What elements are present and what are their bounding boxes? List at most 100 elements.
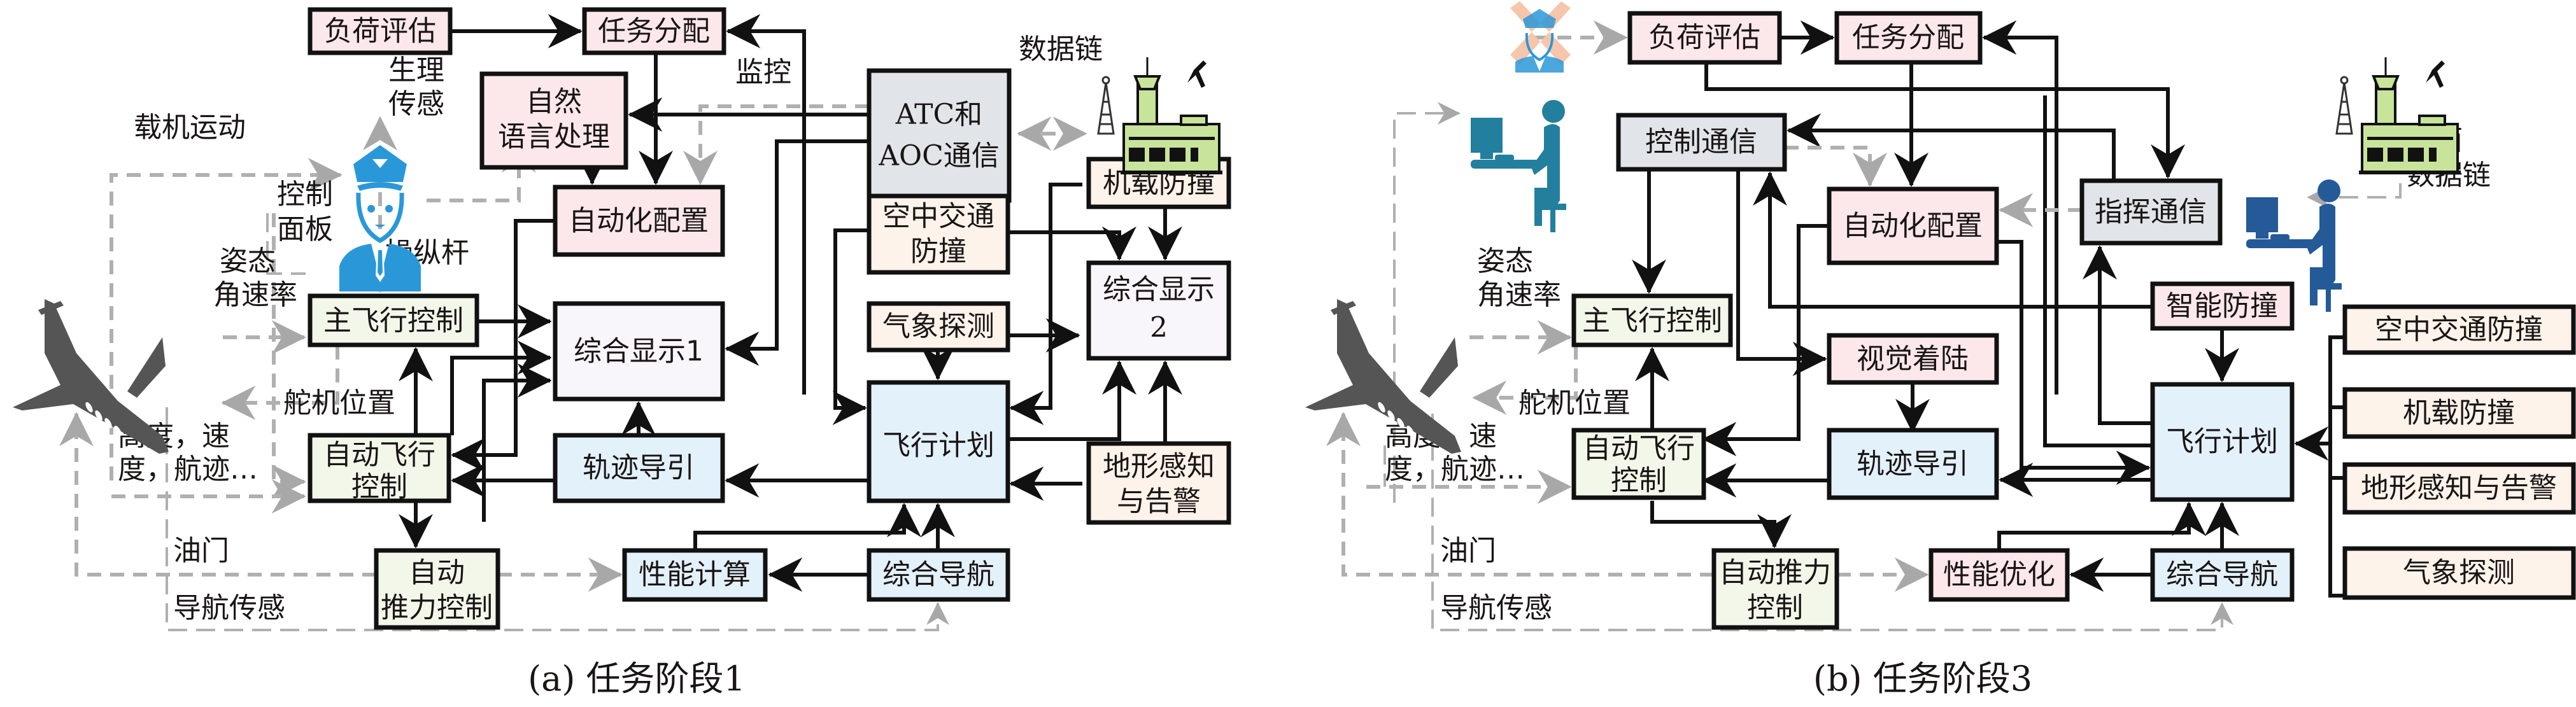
box-nav[interactable]: 综合导航 bbox=[867, 548, 1010, 602]
box-performance[interactable]: 性能计算 bbox=[622, 548, 768, 602]
arrow-motion-to-pilot bbox=[110, 158, 343, 480]
label: 综合显示1 bbox=[574, 335, 704, 368]
arrow-autopilot-to-display1 bbox=[450, 340, 552, 435]
arrow-atc-to-display1 bbox=[725, 139, 869, 366]
arrow-plan-to-command bbox=[2083, 245, 2153, 425]
label: 视觉着陆 bbox=[1857, 343, 1969, 375]
box-weather[interactable]: 气象探测 bbox=[2342, 546, 2576, 600]
label: 空中交通 bbox=[882, 200, 994, 233]
box-display1[interactable]: 综合显示1 bbox=[553, 301, 725, 402]
arrow-perf-to-plan bbox=[1997, 501, 2206, 550]
box-load-eval[interactable]: 负荷评估 bbox=[1627, 11, 1782, 65]
label-attitude: 姿态 bbox=[220, 245, 276, 277]
label: 综合导航 bbox=[2166, 559, 2278, 591]
small-plane-icon bbox=[1187, 60, 1207, 88]
label: 自动飞行 bbox=[1583, 433, 1695, 465]
box-atc-ca[interactable]: 空中交通防撞 bbox=[867, 193, 1010, 275]
label: 自动化配置 bbox=[1843, 210, 1983, 242]
box-airborne-ca[interactable]: 机载防撞 bbox=[2342, 387, 2576, 439]
box-terrain[interactable]: 地形感知与告警 bbox=[2342, 462, 2576, 515]
label: 气象探测 bbox=[882, 311, 994, 343]
operator-icon bbox=[1471, 100, 1566, 232]
box-primary-fc[interactable]: 主飞行控制 bbox=[1571, 293, 1733, 347]
arrow-command-to-control bbox=[1787, 113, 2116, 181]
box-smart-ca[interactable]: 智能防撞 bbox=[2150, 281, 2295, 331]
arrow-autoconfig-to-plan bbox=[1997, 240, 2151, 485]
box-terrain[interactable]: 地形感知与告警 bbox=[1086, 441, 1231, 525]
label: 推力控制 bbox=[381, 592, 493, 624]
label: 轨迹导引 bbox=[1857, 448, 1969, 480]
arrow-atcca-to-display2 bbox=[1007, 226, 1136, 261]
label: 地形感知 bbox=[1103, 451, 1215, 483]
label: 控制 bbox=[1611, 465, 1667, 497]
panel-a-connectors bbox=[399, 14, 1182, 592]
label: ATC和 bbox=[895, 99, 982, 131]
pilot-icon bbox=[339, 145, 421, 291]
label-physio: 生理 bbox=[388, 54, 444, 87]
label: 主飞行控制 bbox=[323, 305, 464, 337]
box-primary-fc[interactable]: 主飞行控制 bbox=[308, 293, 479, 347]
label: 自动化配置 bbox=[569, 205, 709, 237]
label: AOC通信 bbox=[878, 140, 1000, 172]
label: 负荷评估 bbox=[324, 15, 436, 48]
box-trajectory[interactable]: 轨迹导引 bbox=[553, 433, 725, 503]
panel-b: 负荷评估 任务分配 控制通信 自动化配置 指挥通信 主飞行控制 智能防撞 视觉着… bbox=[1305, 1, 2576, 631]
arrow-actuator-to-aircraft bbox=[1472, 346, 1578, 415]
box-visual-landing[interactable]: 视觉着陆 bbox=[1827, 333, 1999, 385]
box-performance[interactable]: 性能优化 bbox=[1928, 548, 2070, 602]
box-auto-config[interactable]: 自动化配置 bbox=[553, 185, 725, 257]
box-flight-plan[interactable]: 飞行计划 bbox=[2150, 382, 2295, 502]
box-load-eval[interactable]: 负荷评估 bbox=[308, 7, 453, 55]
label: 综合显示 bbox=[1103, 274, 1215, 306]
label: 气象探测 bbox=[2403, 557, 2515, 589]
arrow-load-to-command bbox=[1704, 62, 2185, 179]
label: 主飞行控制 bbox=[1582, 305, 1722, 337]
label: 轨迹导引 bbox=[583, 452, 695, 484]
label: 控制通信 bbox=[1645, 126, 1757, 158]
label: 自动飞行 bbox=[323, 439, 435, 472]
box-command-comm[interactable]: 指挥通信 bbox=[2079, 178, 2223, 246]
label-attitude: 角速率 bbox=[1477, 279, 1561, 311]
box-task-alloc[interactable]: 任务分配 bbox=[1834, 11, 1983, 65]
label-control-panel: 面板 bbox=[277, 213, 333, 246]
label: 控制 bbox=[1747, 592, 1803, 624]
box-control-comm[interactable]: 控制通信 bbox=[1616, 113, 1787, 172]
arrow-perf-to-plan bbox=[693, 503, 921, 550]
box-atc-aoc[interactable]: ATC和 AOC通信 bbox=[867, 68, 1012, 203]
box-task-alloc[interactable]: 任务分配 bbox=[582, 7, 726, 55]
box-nav[interactable]: 综合导航 bbox=[2150, 548, 2295, 602]
line-plan-to-task bbox=[2043, 95, 2153, 447]
arrow-pilot-to-nlp bbox=[427, 138, 536, 202]
label: 性能优化 bbox=[1943, 559, 2055, 591]
small-plane-icon bbox=[2426, 60, 2445, 88]
radio-antenna-icon bbox=[1097, 76, 1115, 135]
label: 地形感知与告警 bbox=[2361, 472, 2557, 505]
arrow-autoconfig-to-autopilot bbox=[1702, 224, 1829, 456]
box-weather[interactable]: 气象探测 bbox=[867, 301, 1010, 353]
label-physio: 传感 bbox=[388, 88, 444, 120]
box-auto-config[interactable]: 自动化配置 bbox=[1827, 186, 1999, 265]
label: 防撞 bbox=[910, 235, 966, 268]
arrow-motion-to-operator bbox=[1393, 102, 1461, 503]
label: 机载防撞 bbox=[2403, 397, 2515, 430]
arrow-plan-to-task bbox=[1982, 20, 2058, 395]
label-monitor: 监控 bbox=[735, 56, 791, 88]
box-trajectory[interactable]: 轨迹导引 bbox=[1827, 428, 1999, 500]
label: 自然 bbox=[526, 86, 582, 118]
arrow-ground-datalink bbox=[2307, 127, 2402, 209]
box-atc-ca[interactable]: 空中交通防撞 bbox=[2342, 304, 2576, 355]
radio-antenna-icon bbox=[2335, 76, 2353, 135]
label-state: 度，航迹… bbox=[1385, 453, 1525, 486]
label: 控制 bbox=[351, 471, 407, 503]
box-flight-plan[interactable]: 飞行计划 bbox=[867, 380, 1010, 503]
label: 任务分配 bbox=[1852, 22, 1964, 54]
label: 自动推力 bbox=[1719, 557, 1831, 589]
